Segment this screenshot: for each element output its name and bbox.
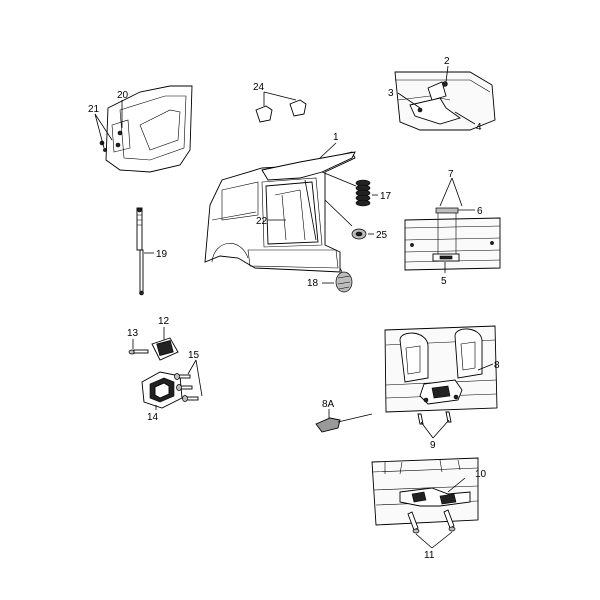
callout-6: 6 [477,206,483,217]
callout-15: 15 [188,350,200,361]
screws-9 [417,411,452,425]
lower-lock-assembly-10: 10 11 [371,457,487,561]
callout-8a: 8A [322,399,335,410]
callout-9: 9 [430,440,436,451]
lock-mechanism-assembly-8: 8 9 [384,325,500,451]
callout-17: 17 [380,191,392,202]
hinge-detail-assembly: 2 3 4 [388,56,496,133]
callout-25: 25 [376,230,388,241]
callout-19: 19 [156,249,168,260]
callout-18: 18 [307,278,319,289]
screws-15 [174,373,199,402]
nut-25 [351,228,367,240]
rear-quarter-panel-assembly: 21 20 [88,85,193,173]
striker-detail-assembly: 6 7 5 [404,169,501,287]
spring-17 [355,179,371,207]
clips-assembly: 24 [253,82,307,123]
gas-strut-19: 19 [136,207,168,296]
spring-and-buffer-parts: 17 25 18 [307,171,392,293]
callout-1: 1 [333,132,339,143]
callout-14: 14 [147,412,159,423]
screw-13 [128,349,149,355]
buffer-18 [335,271,353,293]
release-cable-8a: 8A [315,399,373,433]
callout-13: 13 [127,328,139,339]
callout-10: 10 [475,469,487,480]
callout-5: 5 [441,276,447,287]
callout-3: 3 [388,88,394,99]
callout-8: 8 [494,360,500,371]
callout-7: 7 [448,169,454,180]
callout-4: 4 [476,122,482,133]
callout-22: 22 [256,216,268,227]
callout-20: 20 [117,90,129,101]
callout-24: 24 [253,82,265,93]
callout-11: 11 [424,550,435,561]
vehicle-rear-view: 22 1 [204,132,356,273]
callout-21: 21 [88,104,100,115]
buffer-assembly-14: 14 15 [141,350,203,423]
bracket-assembly-12: 12 13 [127,316,179,361]
screws-11 [407,509,456,534]
callout-12: 12 [158,316,170,327]
callout-2: 2 [444,56,450,67]
